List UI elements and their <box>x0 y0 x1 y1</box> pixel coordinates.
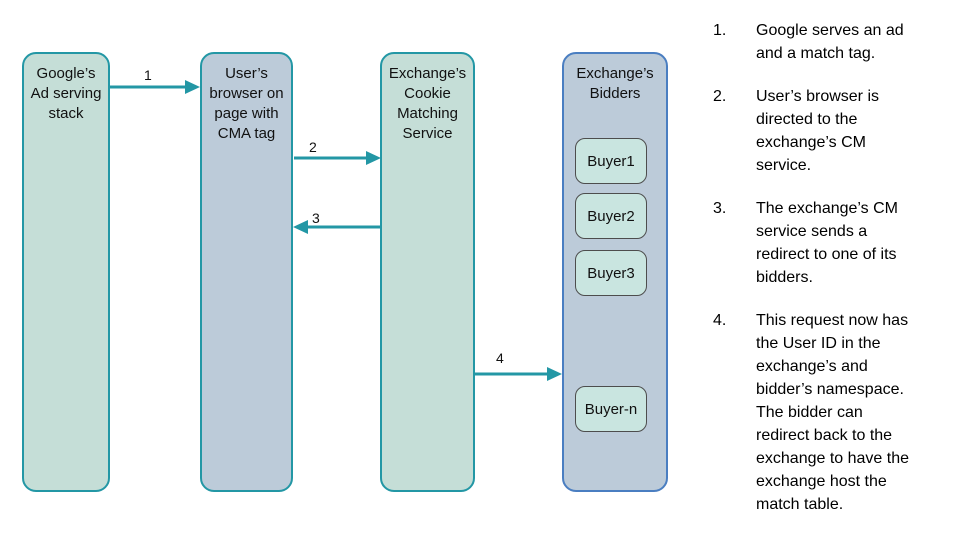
node-title: Google’s Ad serving stack <box>30 65 102 122</box>
note-item: 1. Google serves an ad and a match tag. <box>713 19 955 65</box>
buyer-box: Buyer3 <box>575 250 647 296</box>
note-number: 4. <box>713 312 727 329</box>
arrow-1 <box>110 80 200 94</box>
node-user-browser: User’s browser on page with CMA tag <box>200 52 293 492</box>
arrow-4 <box>475 367 562 381</box>
arrow-2-label: 2 <box>309 139 317 155</box>
node-google-ad-serving-stack: Google’s Ad serving stack <box>22 52 110 492</box>
note-number: 2. <box>713 88 727 105</box>
note-text: Google serves an ad and a match tag. <box>756 22 904 62</box>
notes-list: 1. Google serves an ad and a match tag. … <box>713 19 955 536</box>
note-item: 2. User’s browser is directed to the exc… <box>713 85 955 177</box>
node-exchange-bidders: Exchange’s Bidders Buyer1 Buyer2 Buyer3 … <box>562 52 668 492</box>
note-number: 1. <box>713 22 727 39</box>
arrow-3 <box>293 220 380 234</box>
note-item: 4. This request now has the User ID in t… <box>713 309 955 516</box>
note-item: 3. The exchange’s CM service sends a red… <box>713 197 955 289</box>
arrow-3-label: 3 <box>312 210 320 226</box>
buyer-box: Buyer-n <box>575 386 647 432</box>
node-title: Exchange’s Cookie Matching Service <box>388 65 467 142</box>
note-number: 3. <box>713 200 727 217</box>
arrow-1-label: 1 <box>144 67 152 83</box>
arrow-2 <box>294 151 381 165</box>
note-text: User’s browser is directed to the exchan… <box>756 88 879 174</box>
node-title: Exchange’s Bidders <box>576 65 654 102</box>
buyer-label: Buyer1 <box>587 152 635 170</box>
arrow-4-label: 4 <box>496 350 504 366</box>
buyer-label: Buyer-n <box>584 400 638 418</box>
buyer-box: Buyer1 <box>575 138 647 184</box>
buyer-label: Buyer2 <box>587 207 635 225</box>
node-cookie-matching-service: Exchange’s Cookie Matching Service <box>380 52 475 492</box>
note-text: This request now has the User ID in the … <box>756 312 910 513</box>
node-title: User’s browser on page with CMA tag <box>209 65 284 142</box>
buyer-box: Buyer2 <box>575 193 647 239</box>
buyer-label: Buyer3 <box>587 264 635 282</box>
note-text: The exchange’s CM service sends a redire… <box>756 200 898 286</box>
